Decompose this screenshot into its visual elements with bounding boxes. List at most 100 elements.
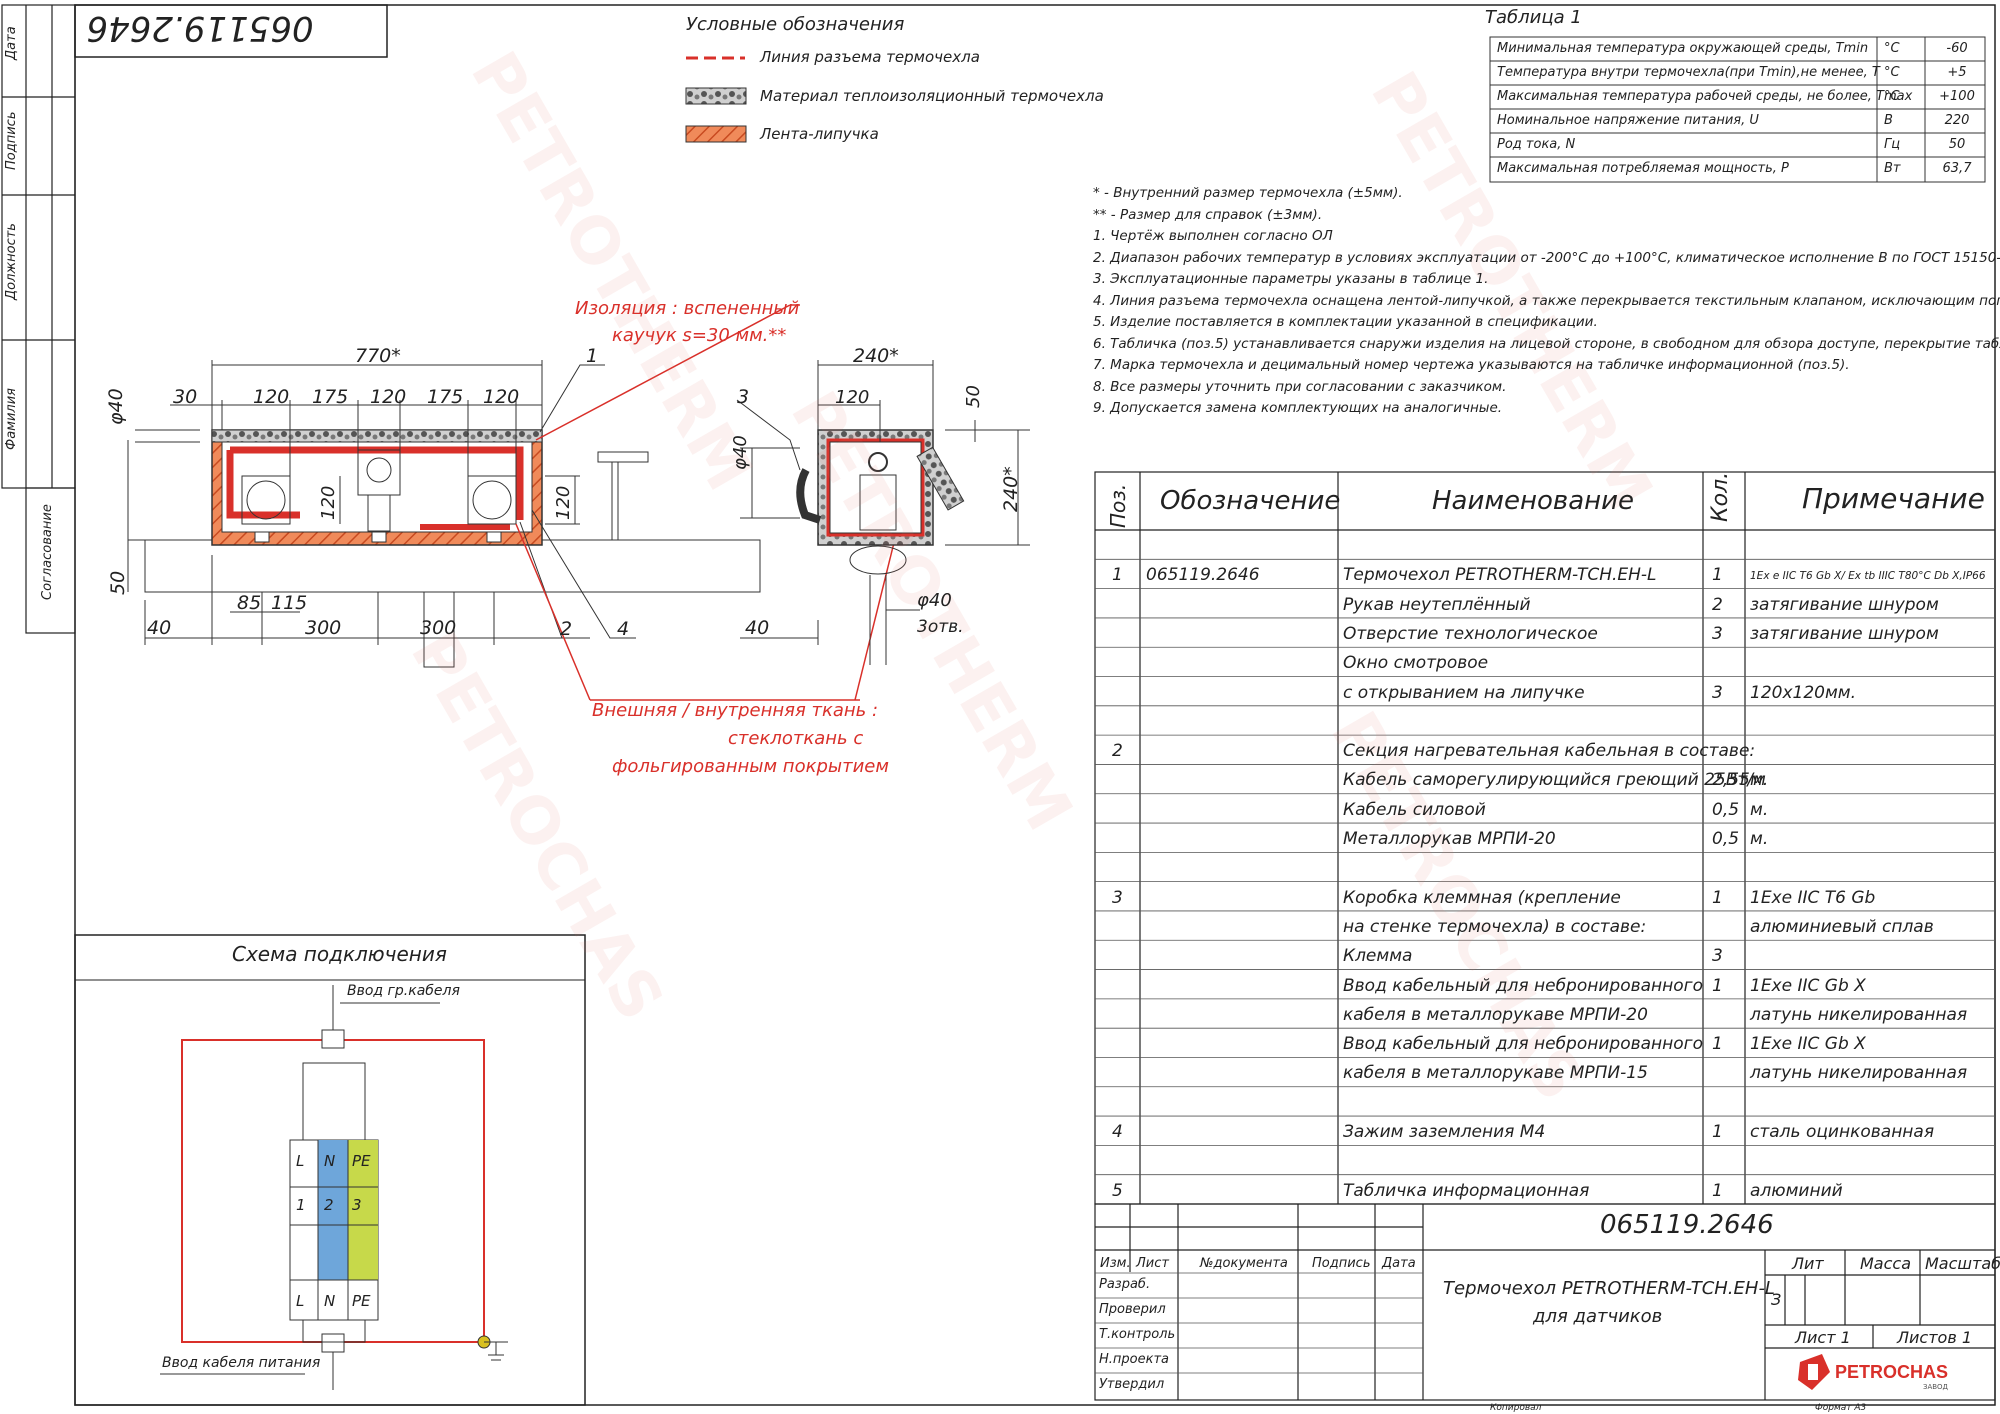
spec-pos: 4 (1112, 1122, 1123, 1143)
fabric-note-2: стеклоткань с (728, 728, 864, 749)
spec-note: м. (1750, 829, 1769, 850)
spec-note: м. (1750, 770, 1769, 791)
spec-name: Зажим заземления М4 (1343, 1122, 1546, 1143)
spec-note: латунь никелированная (1750, 1004, 1968, 1025)
note-line: 3. Эксплуатационные параметры указаны в … (1093, 271, 1489, 287)
spec-note: м. (1750, 799, 1769, 820)
strip-label-approval: Согласование (40, 504, 55, 600)
title-block-lit: Лит (1792, 1254, 1824, 1273)
spec-note: алюминий (1750, 1180, 1843, 1201)
side-dim-40: 40 (745, 617, 770, 639)
legend-item-insulation: Материал теплоизоляционный термочехла (760, 87, 1104, 105)
note-line: ** - Размер для справок (±3мм). (1093, 206, 1323, 223)
logo-petrochas: PETROCHAS ЗАВОД (1835, 1362, 1948, 1391)
logo-subtext: ЗАВОД (1922, 1383, 1949, 1391)
spec-note: 1Ex e IIC T6 Gb X/ Ex tb IIIC T80°C Db X… (1750, 570, 1986, 583)
spec-note: алюминиевый сплав (1750, 916, 1934, 937)
dim-top-label: 175 (427, 386, 464, 408)
terminal-label: N (324, 1152, 336, 1170)
spec-pos: 1 (1112, 565, 1123, 586)
spec-pos: 5 (1112, 1180, 1123, 1201)
spec-qty: 1 (1712, 1180, 1723, 1201)
table1-value: +100 (1939, 89, 1975, 104)
wiring-title: Схема подключения (232, 942, 447, 966)
spec-qty: 0,5 (1712, 799, 1740, 820)
side-dim-50: 50 (963, 385, 984, 408)
spec-qty: 2,55 (1712, 770, 1750, 791)
note-line: 9. Допускается замена комплектующих на а… (1093, 400, 1503, 416)
table1-unit: В (1884, 113, 1893, 128)
side-dim-phi40-bottom: φ40 (917, 590, 952, 611)
spec-note: латунь никелированная (1750, 1063, 1968, 1084)
spec-name: Металлорукав МРПИ-20 (1343, 829, 1556, 850)
dim-total-length: 770* (355, 345, 401, 367)
title-block-col: №документа (1200, 1256, 1288, 1271)
note-line: 5. Изделие поставляется в комплектации у… (1093, 314, 1598, 330)
spec-name: Рукав неутеплённый (1343, 594, 1531, 615)
terminal-label: L (296, 1152, 305, 1170)
callout-4: 4 (617, 618, 630, 640)
dim-left-40: 40 (147, 617, 172, 639)
spec-name: Кабель силовой (1343, 799, 1486, 820)
spec-qty: 3 (1712, 682, 1723, 703)
table1-unit: °С (1884, 41, 1900, 56)
dim-top-label: 175 (312, 386, 349, 408)
spec-pos: 3 (1112, 887, 1123, 908)
table1-unit: °С (1884, 89, 1900, 104)
spec-qty: 1 (1712, 975, 1723, 996)
table1-param: Температура внутри термочехла(при Tmin),… (1497, 65, 1880, 80)
title-block-sheets: Листов 1 (1897, 1328, 1973, 1347)
title-block-col: Дата (1382, 1256, 1416, 1271)
spec-name: Отверстие технологическое (1343, 623, 1598, 644)
terminal-label: 3 (352, 1196, 362, 1214)
footer-format: Формат А3 (1815, 1403, 1867, 1413)
logo-text: PETROCHAS (1835, 1362, 1949, 1382)
title-block-massa: Масса (1860, 1254, 1912, 1273)
side-dim-3otv: 3отв. (917, 617, 964, 637)
spec-name: с открыванием на липучке (1343, 682, 1585, 703)
side-dim-240: 240* (853, 345, 899, 367)
spec-name: на стенке термочехла) в составе: (1343, 916, 1647, 937)
spec-note: 1Exe IIC Gb X (1750, 1034, 1866, 1055)
spec-name: Клемма (1343, 946, 1413, 967)
wiring-top-label: Ввод гр.кабеля (347, 983, 460, 999)
spec-name: Ввод кабельный для небронированного (1343, 975, 1703, 996)
title-block-sheet: Лист 1 (1795, 1328, 1851, 1347)
dim-top-label: 120 (483, 386, 520, 408)
side-dim-240-vertical: 240* (1000, 466, 1022, 512)
spec-header-qty: Кол. (1708, 471, 1733, 522)
terminal-label: 2 (324, 1196, 334, 1214)
strip-label-sign: Подпись (4, 111, 19, 170)
legend-item-velcro: Лента-липучка (760, 125, 879, 143)
spec-name: кабеля в металлорукаве МРПИ-20 (1343, 1004, 1648, 1025)
table1-title: Таблица 1 (1485, 7, 1582, 28)
table1-unit: °С (1884, 65, 1900, 80)
title-block-name-1: Термочехол PETROTHERM-TCH.EH-L (1443, 1278, 1775, 1299)
table1-value: 220 (1944, 113, 1970, 128)
fabric-note-3: фольгированным покрытием (612, 756, 889, 777)
title-block-col: Лист (1136, 1256, 1169, 1271)
spec-name: Кабель саморегулирующийся греющий 25Вт/м (1343, 770, 1766, 791)
title-block-role: Т.контроль (1099, 1327, 1176, 1342)
title-block-role: Проверил (1099, 1302, 1166, 1317)
spec-qty: 1 (1712, 887, 1723, 908)
title-block-role: Разраб. (1099, 1277, 1151, 1292)
spec-qty: 1 (1712, 1034, 1723, 1055)
doc-number-rotated: 065119.2646 (86, 8, 314, 48)
title-block-lit-value: З (1771, 1290, 1782, 1309)
spec-designation: 065119.2646 (1146, 565, 1260, 586)
spec-note: 1Exe IIC T6 Gb (1750, 887, 1876, 908)
title-block-role: Н.проекта (1099, 1352, 1170, 1367)
legend-title: Условные обозначения (686, 14, 905, 35)
spec-note: 1Exe IIC Gb X (1750, 975, 1866, 996)
callout-2: 2 (560, 618, 573, 640)
terminal-label: PE (352, 1292, 371, 1310)
legend-item-split-line: Линия разъема термочехла (760, 48, 980, 66)
dim-120-front-right: 120 (553, 485, 574, 520)
spec-qty: 2 (1712, 594, 1723, 615)
table1-unit: Вт (1884, 161, 1901, 176)
dim-phi40: φ40 (105, 388, 127, 425)
note-line: 8. Все размеры уточнить при согласовании… (1093, 378, 1507, 395)
spec-name: Окно смотровое (1343, 653, 1489, 674)
